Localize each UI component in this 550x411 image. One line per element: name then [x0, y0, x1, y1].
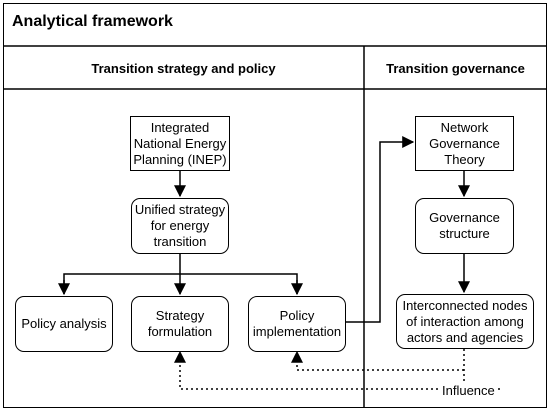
- node-strategy-formulation: Strategy formulation: [131, 296, 229, 352]
- influence-label: Influence: [440, 383, 497, 398]
- influence-to-policy-implementation: [291, 350, 464, 371]
- framework-frame: [3, 3, 547, 408]
- node-policy-implementation: Policy implementation: [248, 296, 346, 352]
- diagram-title: Analytical framework: [12, 13, 173, 30]
- node-inep: Integrated National Energy Planning (INE…: [130, 116, 230, 171]
- influence-to-strategy-formulation: [174, 350, 438, 390]
- column-header-strategy: Transition strategy and policy: [91, 61, 276, 76]
- column-header-governance: Transition governance: [386, 61, 525, 76]
- node-unified-strategy: Unified strategy for energy transition: [131, 198, 229, 254]
- node-network-governance: Network Governance Theory: [415, 116, 514, 171]
- node-interconnected-nodes: Interconnected nodes of interaction amon…: [396, 294, 534, 349]
- node-governance-structure: Governance structure: [415, 198, 514, 254]
- arrow-implementation-to-network: [346, 136, 415, 323]
- node-policy-analysis: Policy analysis: [15, 296, 113, 352]
